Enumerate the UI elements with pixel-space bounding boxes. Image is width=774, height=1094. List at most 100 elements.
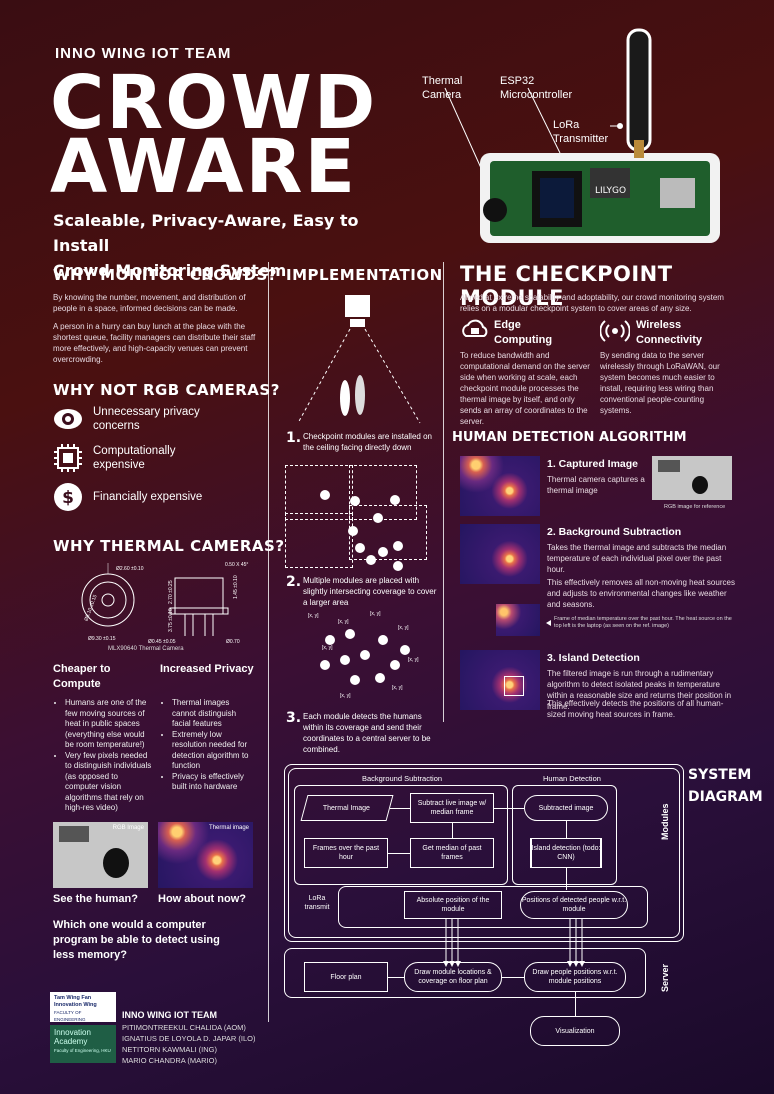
visualization-node: Visualization bbox=[530, 1016, 620, 1046]
why-monitor-p2: A person in a hurry can buy lunch at the… bbox=[53, 322, 256, 364]
abs-position-node: Absolute position of the module bbox=[404, 891, 502, 919]
svg-text:Ø8.10 ±0.15: Ø8.10 ±0.15 bbox=[84, 594, 99, 622]
heading-algorithm: HUMAN DETECTION ALGORITHM bbox=[452, 430, 687, 445]
thermal-image-node: Thermal Image bbox=[300, 795, 394, 821]
step3-number: 3. bbox=[286, 710, 302, 726]
arrow-median-subtract bbox=[452, 823, 453, 838]
arrow-frames-median bbox=[388, 853, 410, 854]
step2-text: Multiple modules are placed with slightl… bbox=[303, 576, 437, 607]
island-node: Island detection (todo: CNN) bbox=[530, 838, 602, 868]
draw-people-node: Draw people positions w.r.t. module posi… bbox=[524, 962, 626, 992]
step2-number: 2. bbox=[286, 574, 302, 590]
arrow-draw-people bbox=[502, 977, 524, 978]
label-esp32: ESP32 Microcontroller bbox=[500, 75, 573, 101]
title-crowd: CROWD bbox=[50, 60, 378, 146]
sensor-caption: MLX90640 Thermal Camera bbox=[108, 646, 184, 652]
eye-icon bbox=[53, 404, 83, 434]
server-label: Server bbox=[660, 963, 670, 992]
title-aware: AWARE bbox=[50, 124, 358, 210]
modules-inner bbox=[288, 768, 680, 938]
checkpoint-intro: Aimed at extreme scalability and adoptab… bbox=[460, 293, 724, 313]
cheaper-list: Humans are one of the few moving sources… bbox=[53, 698, 153, 814]
human-det-group bbox=[512, 785, 617, 885]
rgb-image: RGB Image bbox=[53, 822, 148, 888]
heading-implementation: IMPLEMENTATION bbox=[286, 266, 443, 284]
s1-title: 1. Captured Image bbox=[547, 458, 639, 470]
s3-text-b: This effectively detects the positions o… bbox=[547, 699, 724, 719]
wireless-title: Wireless Connectivity bbox=[636, 319, 703, 346]
coverage-diagram bbox=[283, 463, 433, 573]
reason-cost-label: Financially expensive bbox=[93, 491, 203, 503]
s1-ref-caption: RGB image for reference bbox=[664, 504, 726, 510]
heading-why-thermal: WHY THERMAL CAMERAS? bbox=[53, 537, 285, 555]
privacy-list: Thermal images cannot distinguish facial… bbox=[160, 698, 255, 793]
why-monitor-p1: By knowing the number, movement, and dis… bbox=[53, 293, 246, 313]
reason-compute-label: Computationally expensive bbox=[93, 445, 176, 471]
svg-text:1.45 ±0.10: 1.45 ±0.10 bbox=[233, 575, 239, 599]
ceiling-illustration bbox=[297, 295, 421, 424]
heading-why-not-rgb: WHY NOT RGB CAMERAS? bbox=[53, 381, 280, 399]
s2-title: 2. Background Subtraction bbox=[547, 526, 682, 538]
subtract-node: Subtract live image w/ median frame bbox=[410, 793, 494, 823]
frames-node: Frames over the past hour bbox=[304, 838, 388, 868]
bg-sub-label: Background Subtraction bbox=[362, 774, 443, 783]
median-node: Get median of past frames bbox=[410, 838, 494, 868]
bg-sub-group bbox=[294, 785, 508, 885]
chip-icon bbox=[53, 443, 83, 473]
svg-text:Ø0.45 ±0.05: Ø0.45 ±0.05 bbox=[148, 639, 176, 645]
modules-label: Modules bbox=[660, 803, 670, 840]
s3-text-a: The filtered image is run through a rudi… bbox=[547, 669, 732, 711]
lora-label: LoRa transmit bbox=[304, 895, 330, 911]
island-detection-image bbox=[460, 650, 540, 710]
label-thermal-camera: Thermal Camera bbox=[422, 75, 463, 101]
svg-text:0.50 X 45°: 0.50 X 45° bbox=[225, 562, 248, 568]
coordinates-diagram: [x, y] [x, y] [x, y] [x, y] [x, y] [x, y… bbox=[308, 611, 419, 699]
svg-text:Ø2.60 ±0.10: Ø2.60 ±0.10 bbox=[116, 566, 144, 572]
reason-cost: $ Financially expensive bbox=[53, 482, 253, 512]
modules-outer bbox=[284, 764, 684, 942]
captured-thermal-image bbox=[460, 456, 540, 516]
lora-group bbox=[338, 886, 648, 928]
footer-team: INNO WING IOT TEAM bbox=[122, 1010, 217, 1020]
divider-right bbox=[443, 262, 444, 722]
heading-checkpoint: THE CHECKPOINT MODULE bbox=[460, 262, 673, 310]
sensor-diagram: Ø2.60 ±0.10 0.50 X 45° Ø8.10 ±0.15 Ø9.30… bbox=[81, 562, 248, 645]
step1-number: 1. bbox=[286, 430, 302, 446]
human-det-label: Human Detection bbox=[543, 774, 601, 783]
reason-privacy-label: Unnecessary privacy concerns bbox=[93, 406, 200, 432]
privacy-title: Increased Privacy bbox=[160, 663, 254, 675]
connector-arrows bbox=[443, 919, 585, 967]
median-frame-image bbox=[496, 604, 540, 636]
cloud-chip-icon bbox=[460, 318, 490, 349]
subtitle: Scaleable, Privacy-Aware, Easy to Instal… bbox=[53, 211, 359, 280]
reference-rgb-image bbox=[652, 456, 732, 500]
background-subtracted-image bbox=[460, 524, 540, 584]
memory-question: Which one would a computer program be ab… bbox=[53, 919, 220, 961]
device-illustration: LILYGO bbox=[444, 28, 720, 243]
svg-text:Ø0.70: Ø0.70 bbox=[226, 639, 240, 645]
step3-text: Each module detects the humans within it… bbox=[303, 712, 431, 754]
svg-text:3.75 ±0.10: 3.75 ±0.10 bbox=[168, 608, 174, 632]
label-lora: LoRa Transmitter bbox=[553, 119, 609, 145]
arrow-subtract-subtracted bbox=[494, 808, 524, 809]
s1-text: Thermal camera captures a thermal image bbox=[547, 475, 645, 495]
team-label: INNO WING IOT TEAM bbox=[55, 45, 232, 62]
draw-modules-node: Draw module locations & coverage on floo… bbox=[404, 962, 502, 992]
svg-text:$: $ bbox=[62, 488, 74, 508]
s2-caption: Frame of median temperature over the pas… bbox=[554, 616, 732, 629]
arrow-subtracted-island bbox=[566, 821, 567, 838]
board-text: LILYGO bbox=[595, 186, 626, 196]
rgb-reasons: Unnecessary privacy concerns Computation… bbox=[53, 404, 253, 512]
thermal-image: Thermal image bbox=[158, 822, 253, 888]
s2-text-b: This effectively removes all non-moving … bbox=[547, 578, 735, 609]
server-group bbox=[284, 948, 646, 998]
arrow-to-vis bbox=[575, 992, 576, 1016]
wireless-text: By sending data to the server wirelessly… bbox=[600, 351, 720, 415]
edge-text: To reduce bandwidth and computational de… bbox=[460, 351, 590, 426]
divider-left bbox=[268, 262, 269, 1022]
reason-compute: Computationally expensive bbox=[53, 443, 253, 473]
team-members: PITIMONTREEKUL CHALIDA (AOM)IGNATIUS DE … bbox=[122, 1023, 256, 1065]
